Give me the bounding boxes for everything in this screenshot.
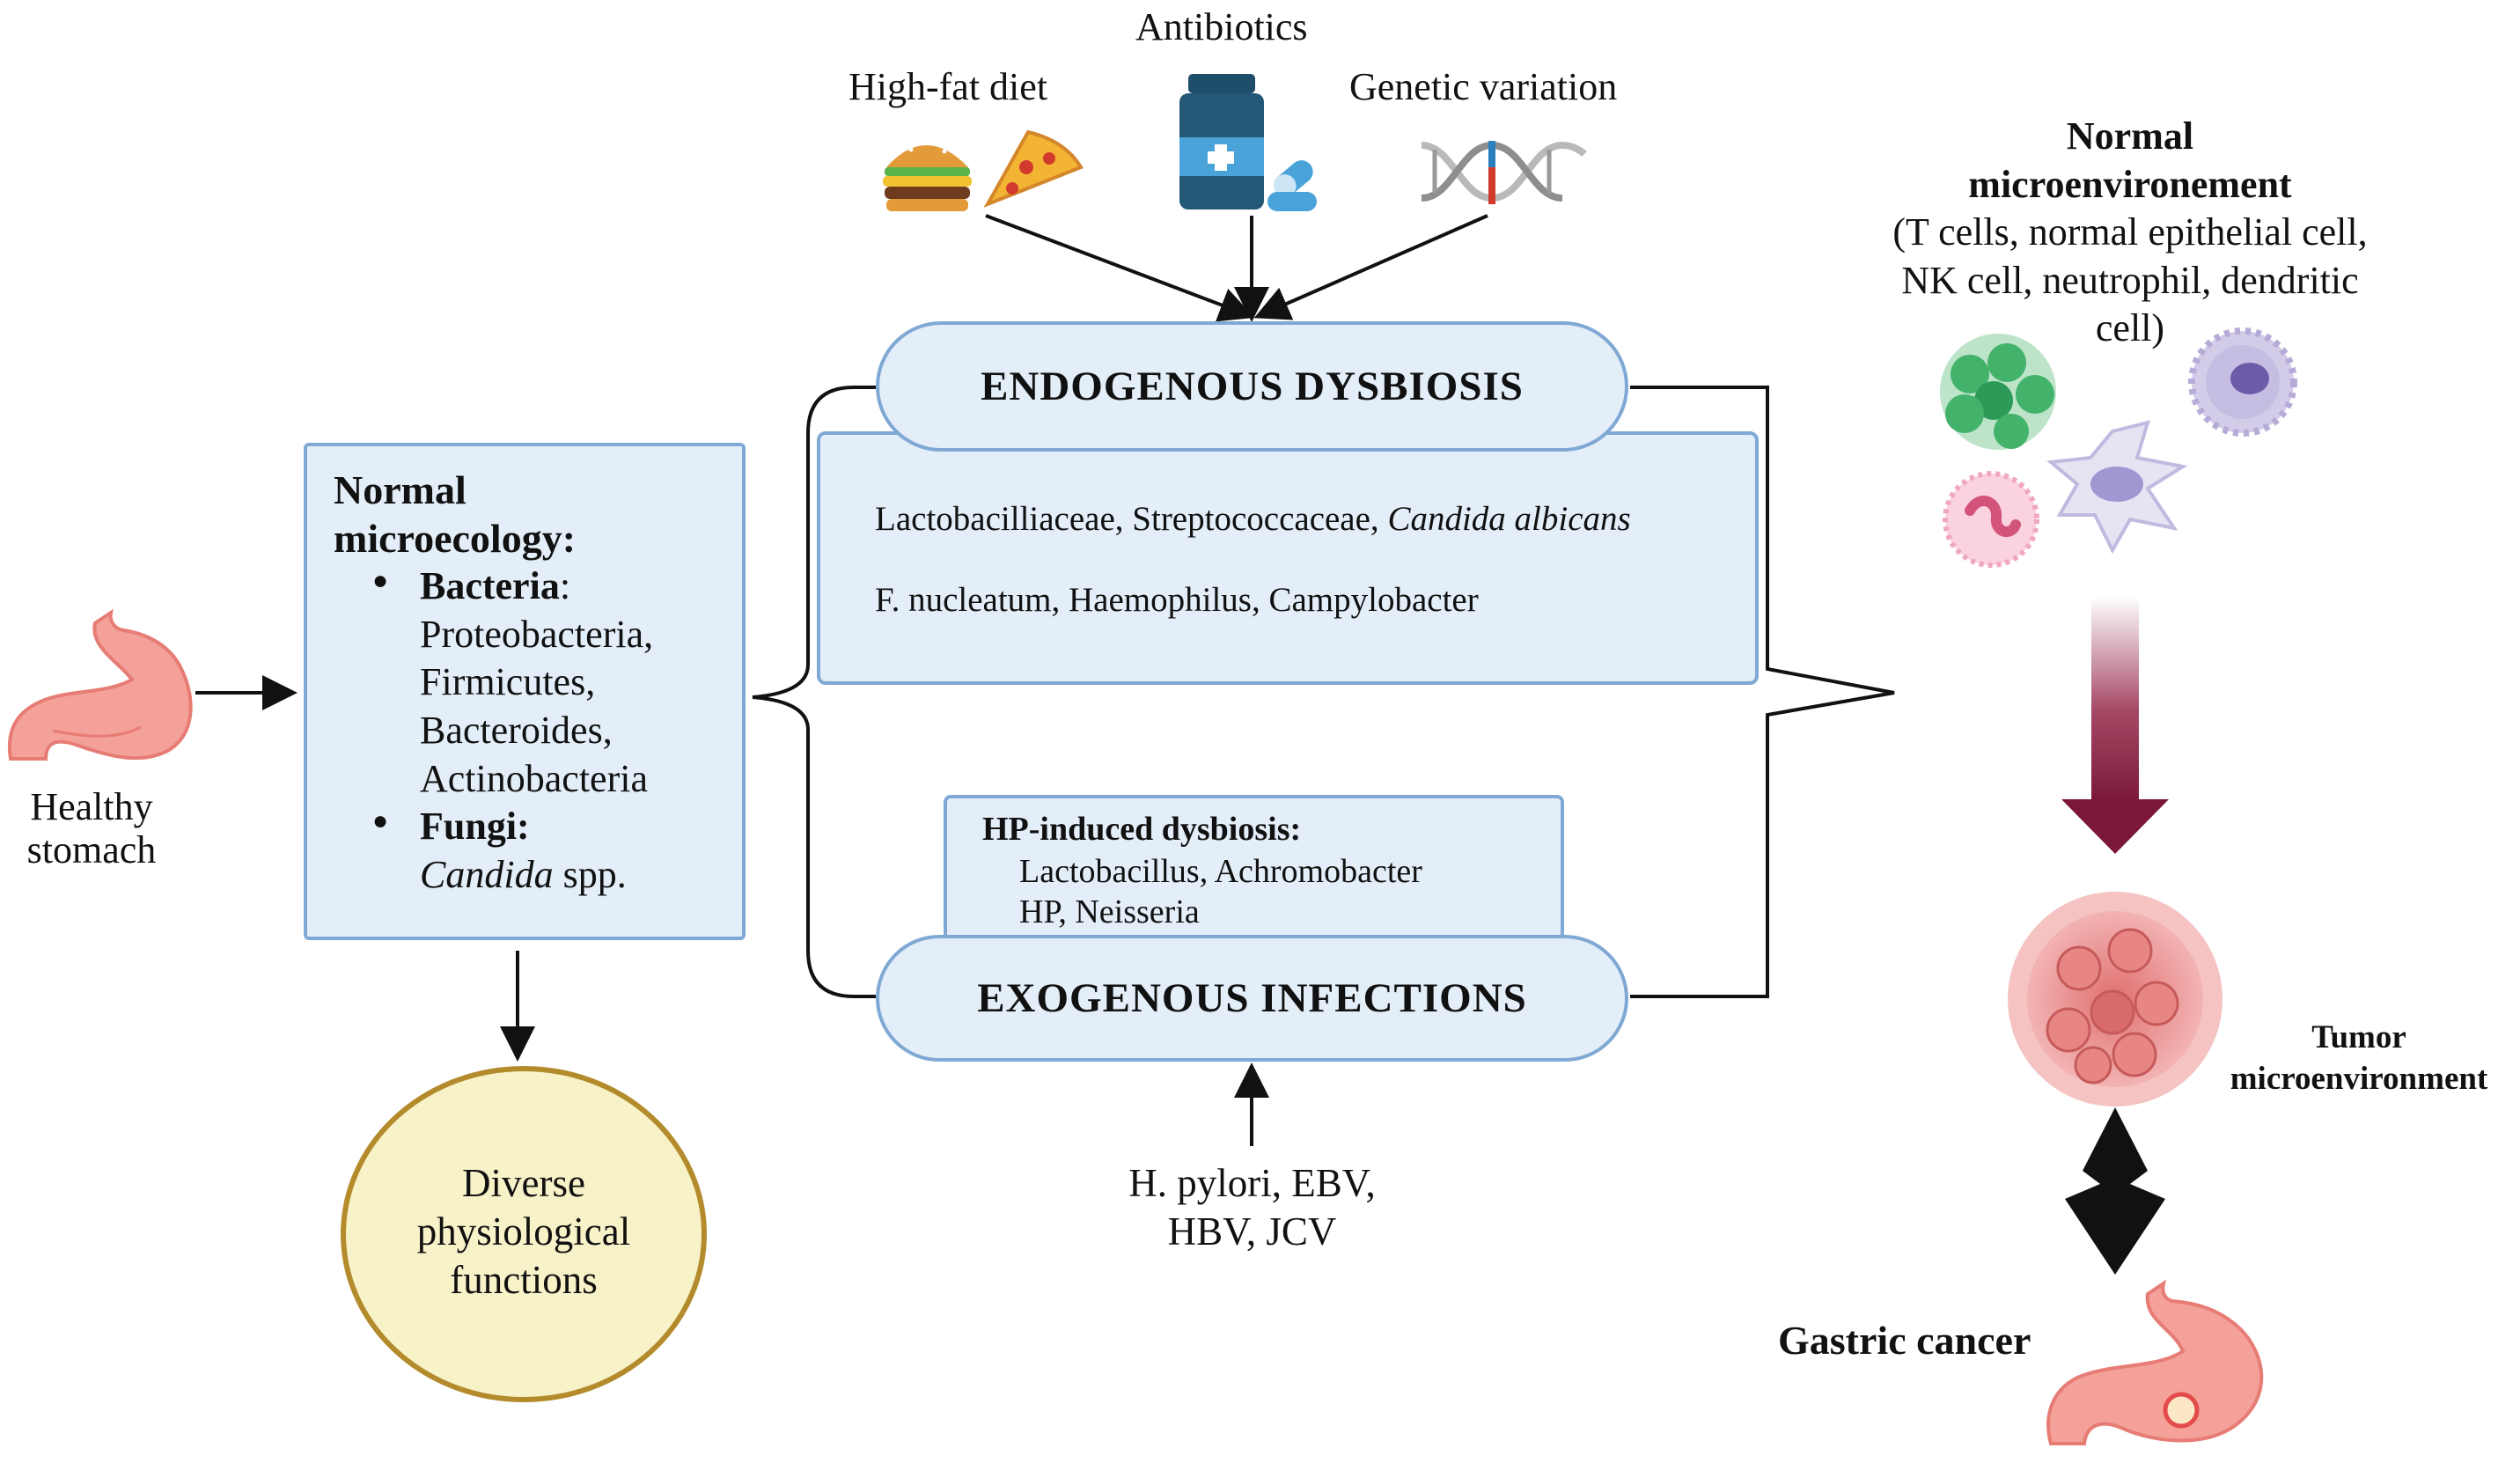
hp-induced-increased: Lactobacillus, Achromobacter <box>1019 853 1422 890</box>
right-bracket <box>1630 386 1895 998</box>
normal-microenvironment-title1: Normal <box>2066 114 2194 158</box>
fungi-genus: Candida <box>420 852 554 896</box>
endogenous-dysbiosis-pill: ENDOGENOUS DYSBIOSIS <box>876 321 1628 452</box>
tumor-microenvironment-label: Tumor microenvironment <box>2200 1017 2517 1100</box>
bacteria-item-2: Bacteroides, <box>420 709 613 753</box>
fungi-suffix: spp. <box>553 852 627 896</box>
microecology-title-line1: Normal <box>334 467 467 512</box>
functions-line3: functions <box>450 1257 598 1302</box>
bacteria-colon: : <box>559 564 571 608</box>
tumor-label-line1: Tumor <box>2311 1019 2406 1055</box>
bacteria-item-3: Actinobacteria <box>420 756 648 800</box>
left-curly-brace <box>752 386 876 998</box>
functions-circle <box>341 1066 707 1402</box>
hp-induced-decreased: HP, Neisseria <box>1019 893 1200 930</box>
pathogens-line2: HBV, JCV <box>1167 1209 1337 1253</box>
antibiotics-label: Antibiotics <box>1135 5 1308 48</box>
normal-microenvironment-detail2: NK cell, neutrophil, dendritic <box>1901 258 2359 302</box>
neutrophil-icon <box>1943 471 2039 568</box>
bacteria-list-item: Bacteria: Proteobacteria, Firmicutes, Ba… <box>334 562 653 803</box>
burger-icon <box>883 140 972 211</box>
normal-microenvironment-detail1: (T cells, normal epithelial cell, <box>1892 210 2368 254</box>
microecology-title-line2: microecology: <box>334 516 577 562</box>
bacteria-label: Bacteria <box>420 564 560 608</box>
functions-line2: physiological <box>416 1209 631 1253</box>
pizza-icon <box>983 129 1084 208</box>
pathogens-line1: H. pylori, EBV, <box>1128 1161 1376 1205</box>
tumor-label-line2: microenvironment <box>2230 1061 2488 1098</box>
capsule-icon <box>1274 160 1313 197</box>
risk-factor-arrows <box>985 214 1488 322</box>
healthy-stomach-icon <box>7 608 193 761</box>
pathogens-label: H. pylori, EBV, HBV, JCV <box>1047 1159 1457 1256</box>
functions-label: Diverse physiological functions <box>343 1159 704 1305</box>
exogenous-infections-pill: EXOGENOUS INFECTIONS <box>876 935 1628 1062</box>
normal-microenvironment-label: Normal microenvironement (T cells, norma… <box>1844 113 2416 353</box>
hp-induced-box: HP-induced dysbiosis: Lactobacillus, Ach… <box>944 795 1564 945</box>
functions-line1: Diverse <box>462 1161 585 1205</box>
tumor-icon <box>2008 892 2222 1106</box>
t-cell-cluster-icon <box>1940 334 2056 450</box>
normal-microecology-box: Normal microecology: Bacteria: Proteobac… <box>304 443 746 940</box>
genetic-variation-label: Genetic variation <box>1349 65 1618 108</box>
gastric-cancer-stomach-icon <box>2046 1279 2264 1445</box>
dendritic-cell-icon <box>2046 420 2188 555</box>
progression-arrow <box>2061 597 2169 854</box>
endogenous-content-box: Lactobacilliaceae, Streptococcaceae, Can… <box>817 431 1759 685</box>
healthy-stomach-line2: stomach <box>26 828 157 872</box>
nk-cell-icon <box>2188 327 2297 437</box>
gastric-cancer-label: Gastric cancer <box>1778 1318 2031 1363</box>
endogenous-increased-italic: Candida albicans <box>1387 500 1631 538</box>
healthy-stomach-line1: Healthy <box>30 785 153 828</box>
endogenous-increased-prefix: Lactobacilliaceae, Streptococcaceae, <box>875 500 1388 538</box>
fungi-list-item: Fungi: Candida spp. <box>334 803 653 899</box>
endogenous-decreased-text: F. nucleatum, Haemophilus, Campylobacter <box>875 581 1479 619</box>
bacteria-item-1: Firmicutes, <box>420 660 596 704</box>
bacteria-item-0: Proteobacteria, <box>420 612 654 656</box>
pill-icon <box>1267 192 1317 211</box>
normal-microenvironment-detail3: cell) <box>2095 306 2165 350</box>
fungi-label: Fungi: <box>420 805 530 849</box>
high-fat-diet-label: High-fat diet <box>849 65 1048 108</box>
medicine-bottle-icon <box>1179 74 1264 210</box>
normal-microenvironment-title2: microenvironement <box>1968 162 2292 206</box>
healthy-stomach-label: Healthy stomach <box>0 785 183 872</box>
dna-icon <box>1421 141 1587 204</box>
hp-induced-title: HP-induced dysbiosis: <box>982 811 1302 848</box>
tumor-to-cancer-arrow <box>2065 1107 2165 1275</box>
endogenous-increased-text: Lactobacilliaceae, Streptococcaceae, Can… <box>875 500 1631 539</box>
